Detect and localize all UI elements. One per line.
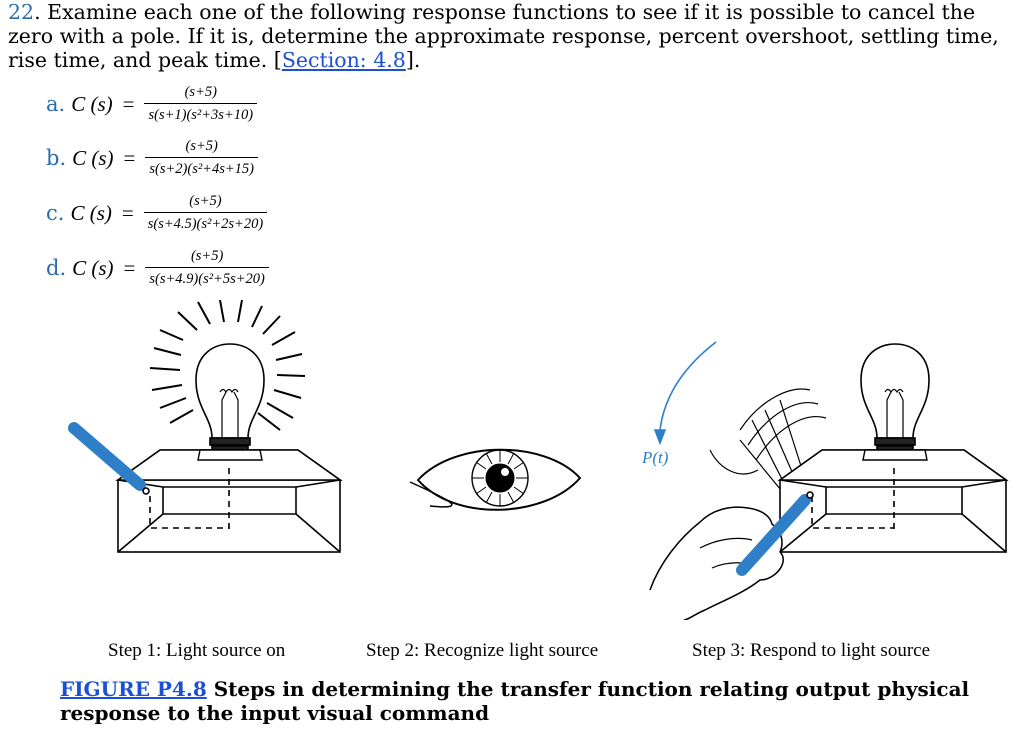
equation-lhs: C (s) <box>70 200 112 225</box>
equation-lhs: C (s) <box>72 145 114 170</box>
equation-label: a. <box>46 92 66 116</box>
equation-c: c. C (s) = (s+5)s(s+4.5)(s²+2s+20) <box>46 193 268 233</box>
problem-text-2: ]. <box>405 48 421 72</box>
step3-caption: Step 3: Respond to light source <box>692 640 931 661</box>
figure-illustration: P(t) <box>68 300 1009 620</box>
equation-d: d. C (s) = (s+5)s(s+4.9)(s²+5s+20) <box>46 248 269 288</box>
fraction: (s+5) s(s+4.5)(s²+2s+20) <box>143 193 268 233</box>
step1-illustration <box>68 300 343 553</box>
equation-label: c. <box>46 201 65 225</box>
equation-b: b. C (s) = (s+5)s(s+2)(s²+4s+15) <box>46 138 258 178</box>
equation-label: d. <box>46 256 67 280</box>
fraction: (s+5) s(s+1)(s²+3s+10) <box>144 84 258 124</box>
step2-caption: Step 2: Recognize light source <box>366 640 599 661</box>
numerator: (s+5) <box>190 248 224 264</box>
denominator: s(s+2)(s²+4s+15) <box>145 157 258 178</box>
iris-lines <box>472 450 528 506</box>
figure-caption: FIGURE P4.8 Steps in determining the tra… <box>60 677 1010 725</box>
step2-eye-icon <box>409 448 582 511</box>
fraction: (s+5) s(s+4.9)(s²+5s+20) <box>145 248 269 288</box>
force-label: P(t) <box>641 448 669 467</box>
box <box>115 449 343 553</box>
numerator: (s+5) <box>189 193 222 209</box>
problem-number: 22 <box>8 0 35 24</box>
equation-lhs: C (s) <box>72 255 114 280</box>
stick <box>68 422 146 491</box>
step1-caption: Step 1: Light source on <box>108 640 286 661</box>
motion-arrow <box>659 341 717 431</box>
figure-caption-text: Steps in determining the transfer functi… <box>60 677 970 725</box>
fraction: (s+5) s(s+2)(s²+4s+15) <box>145 138 258 178</box>
step3-illustration <box>649 341 1009 620</box>
equation-lhs: C (s) <box>71 91 113 116</box>
denominator: s(s+1)(s²+3s+10) <box>144 103 258 124</box>
numerator: (s+5) <box>184 84 217 100</box>
section-link[interactable]: Section: 4.8 <box>281 48 406 72</box>
denominator: s(s+4.9)(s²+5s+20) <box>145 267 269 288</box>
hand <box>649 506 784 620</box>
denominator: s(s+4.5)(s²+2s+20) <box>143 212 268 233</box>
figure-link[interactable]: FIGURE P4.8 <box>60 677 207 701</box>
numerator: (s+5) <box>185 138 218 154</box>
equation-a: a. C (s) = (s+5)s(s+1)(s²+3s+10) <box>46 84 258 124</box>
equation-label: b. <box>46 146 67 170</box>
bulb-glass <box>195 343 265 439</box>
light-rays <box>149 300 306 431</box>
problem-text-1: . Examine each one of the following resp… <box>8 0 999 72</box>
problem-statement: 22. Examine each one of the following re… <box>8 0 1018 72</box>
